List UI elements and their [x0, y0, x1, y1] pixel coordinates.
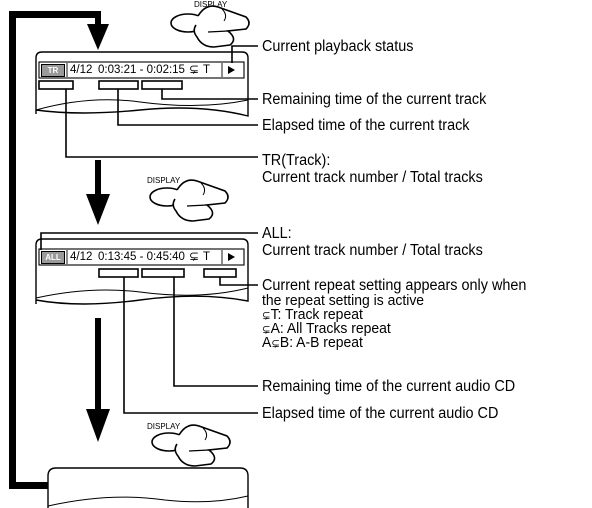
label-all-title: ALL: [262, 225, 292, 242]
loop-frame [9, 11, 100, 489]
repeat-ab-a: A [262, 334, 272, 351]
label-playback-status: Current playback status [262, 38, 414, 55]
finger-press-icon [149, 179, 229, 222]
track-counter: 4/12 [70, 64, 93, 76]
repeat-icon: ⊊ [189, 249, 200, 263]
label-remaining-cd: Remaining time of the current audio CD [262, 378, 516, 395]
label-all-desc: Current track number / Total tracks [262, 242, 483, 259]
display-button-label: DISPLAY [147, 422, 181, 431]
label-tr-title: TR(Track): [262, 152, 331, 169]
repeat-track-text: T: Track repeat [270, 306, 363, 323]
play-icon [228, 253, 235, 261]
display-button-label: DISPLAY [194, 0, 228, 9]
callout-lines-all [40, 232, 258, 414]
finger-press-icon [151, 424, 231, 467]
track-counter: 4/12 [70, 251, 93, 263]
repeat-indicator: T [203, 64, 211, 76]
repeat-ab-text: B: A-B repeat [279, 334, 363, 351]
repeat-icon: ⊊ [271, 338, 280, 350]
down-arrow [86, 318, 110, 442]
label-remaining-track: Remaining time of the current track [262, 91, 487, 108]
label-repeat-line1: Current repeat setting appears only when [262, 277, 527, 294]
label-elapsed-cd: Elapsed time of the current audio CD [262, 405, 499, 422]
screen-panel-track [35, 51, 249, 117]
label-elapsed-track: Elapsed time of the current track [262, 117, 470, 134]
screen-panel-all [35, 238, 249, 305]
repeat-all-text: A: All Tracks repeat [270, 320, 391, 337]
time-readout: 0:03:21 - 0:02:15 [98, 64, 185, 76]
play-icon [228, 66, 235, 74]
time-readout: 0:13:45 - 0:45:40 [98, 251, 185, 263]
display-button-label: DISPLAY [147, 176, 181, 185]
label-repeat-all: ⊊A: All Tracks repeat [262, 320, 391, 338]
mode-badge: ALL [41, 251, 65, 264]
down-arrow [86, 160, 110, 225]
down-arrow [87, 11, 109, 50]
label-repeat-track: ⊊T: Track repeat [262, 306, 363, 324]
label-repeat-line2: the repeat setting is active [262, 292, 425, 309]
screen-panel-blank [47, 467, 249, 508]
callout-lines-track [38, 45, 258, 158]
label-tr-desc: Current track number / Total tracks [262, 169, 483, 186]
mode-badge: TR [41, 64, 65, 77]
finger-press-icon [170, 5, 250, 48]
repeat-icon: ⊊ [262, 310, 271, 322]
repeat-icon: ⊊ [189, 62, 200, 76]
label-repeat-ab: A⊊B: A-B repeat [262, 334, 363, 352]
repeat-indicator: T [203, 251, 211, 263]
repeat-icon: ⊊ [262, 324, 271, 336]
